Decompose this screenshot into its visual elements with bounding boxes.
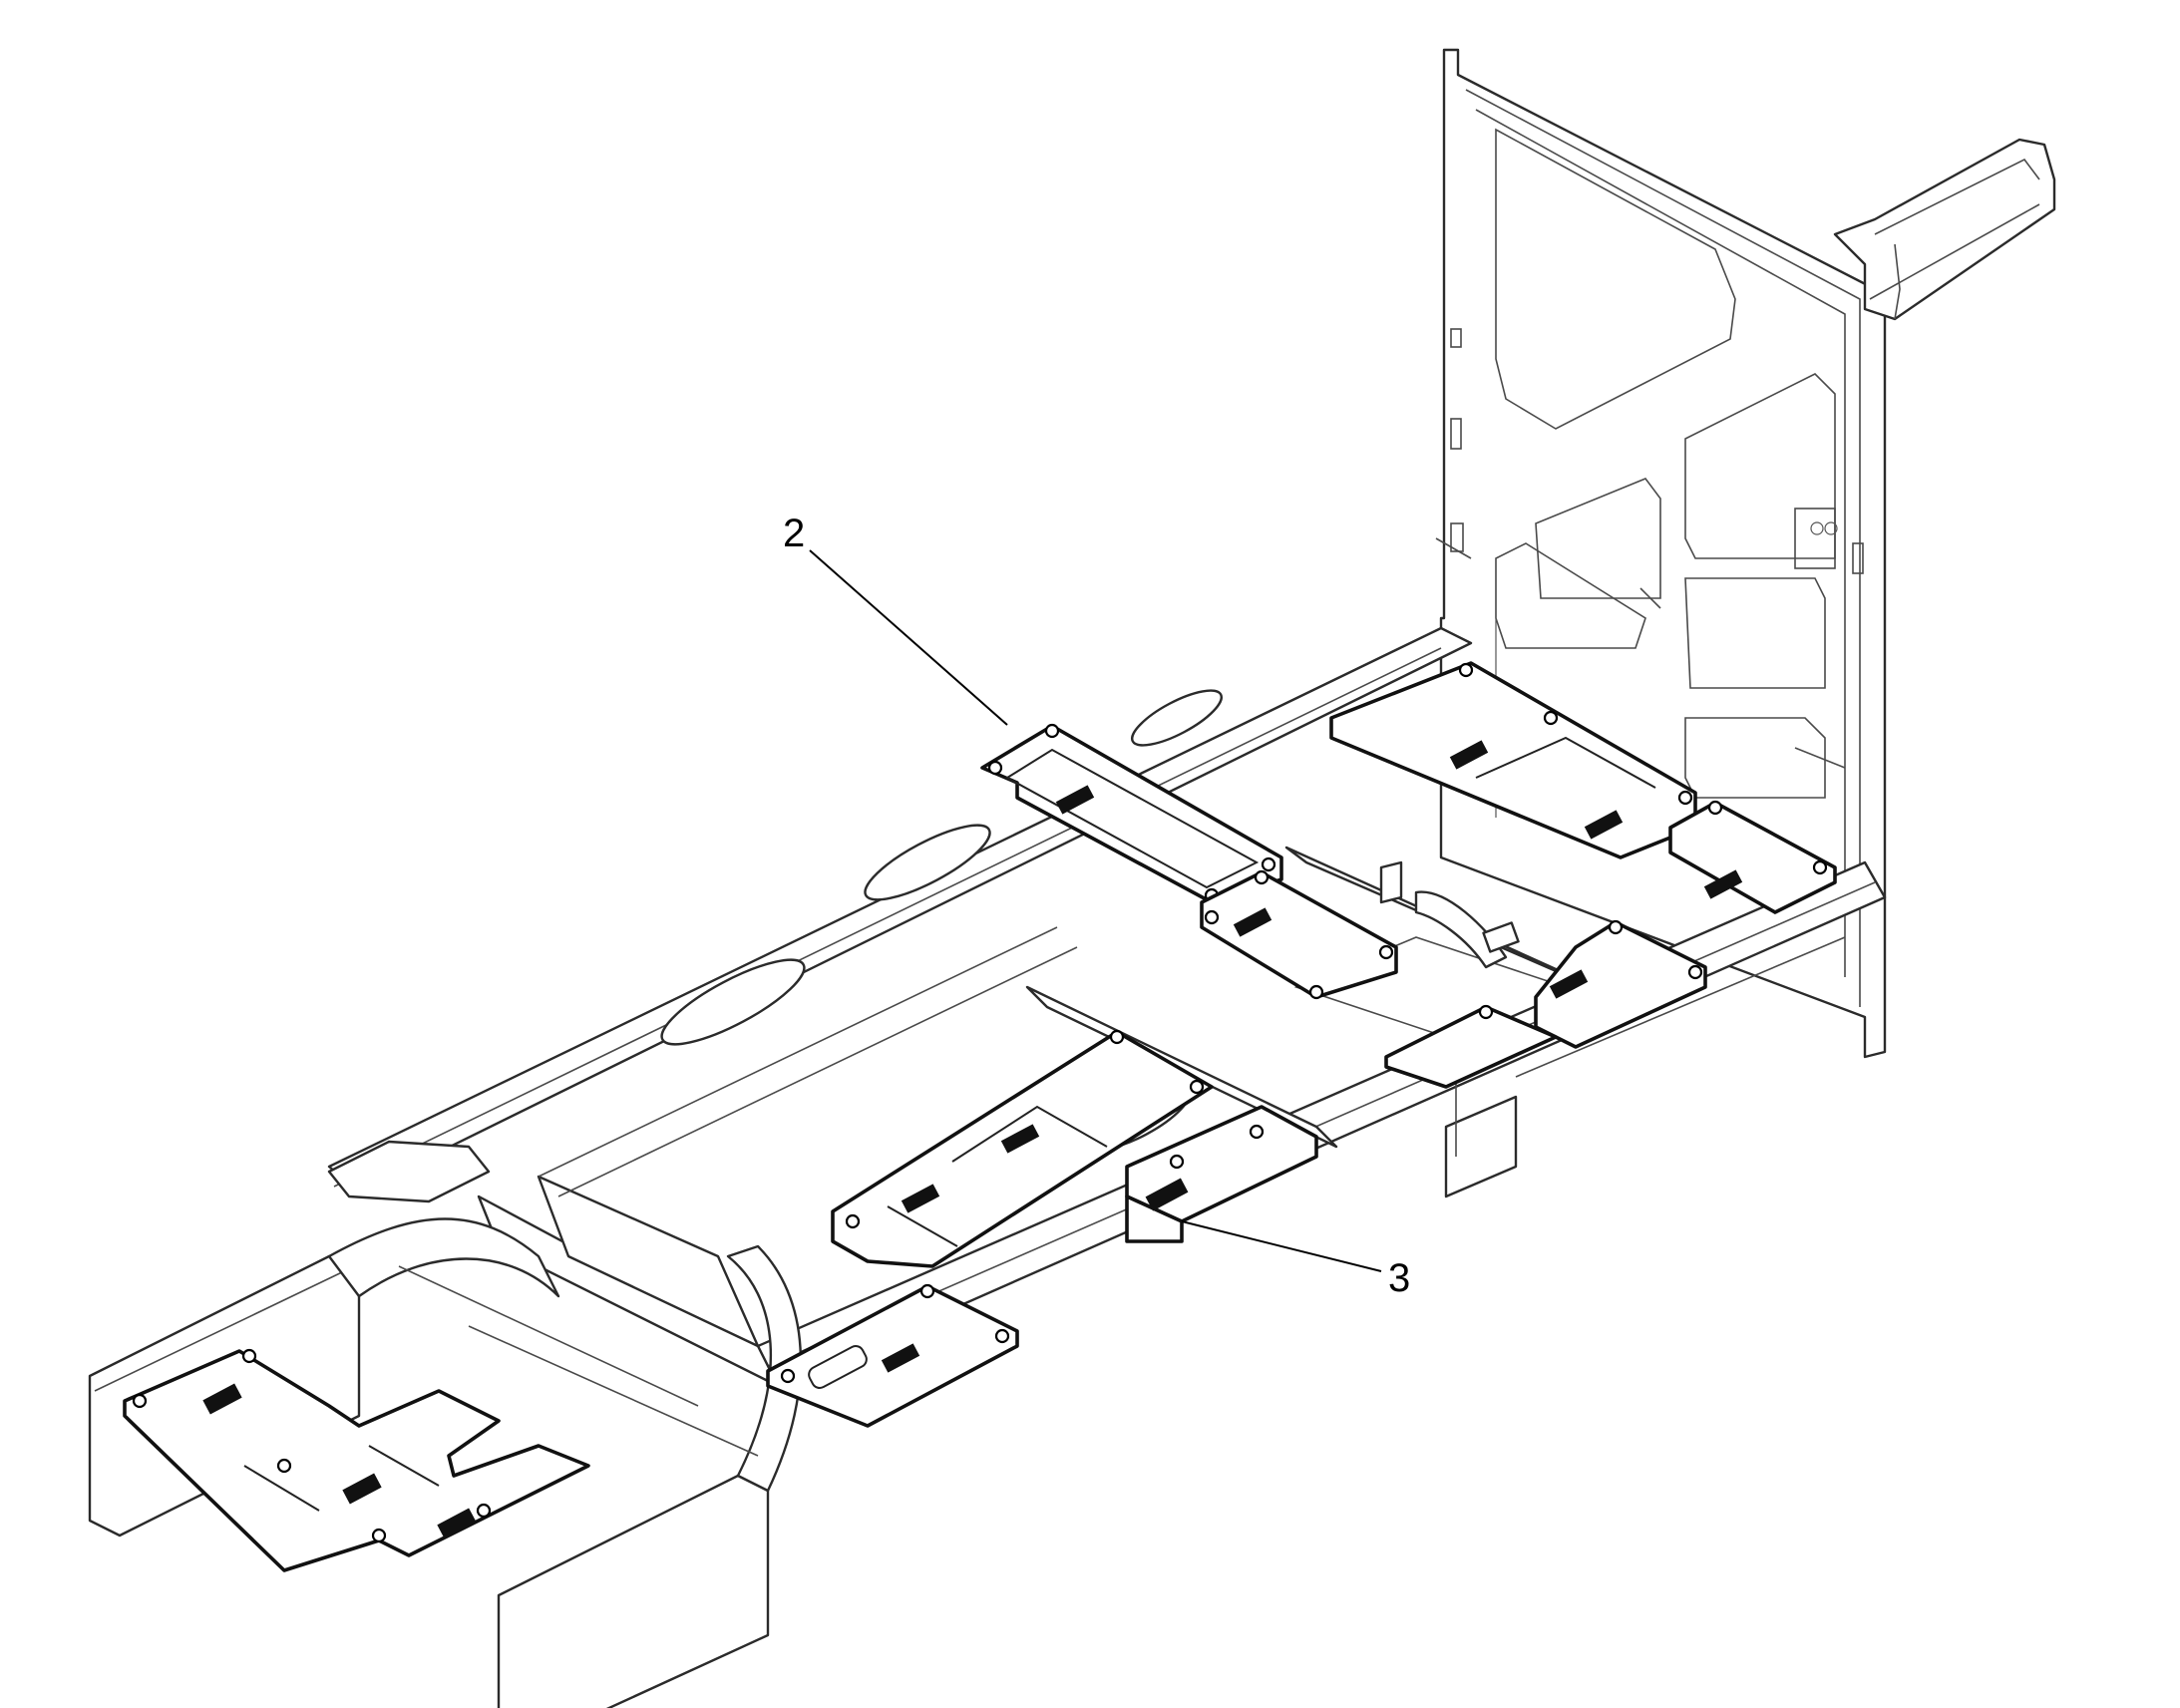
- top-right-beam: [1833, 138, 2056, 321]
- battery-tray-right-lower: [1384, 919, 1707, 1089]
- callout-2-leader: [809, 549, 1008, 726]
- callout-3-label: 3: [1388, 1256, 1410, 1300]
- battery-tray-3: [1125, 1105, 1318, 1243]
- battery-tray-front-left: [766, 1283, 1019, 1428]
- battery-tray-rear: [123, 1348, 590, 1572]
- callout-2: 2: [783, 512, 1008, 726]
- battery-tray-mid-left: [1200, 869, 1398, 1000]
- callout-3-leader: [1181, 1220, 1382, 1272]
- callout-3: 3: [1181, 1220, 1410, 1300]
- battery-tray-front-center: [831, 1029, 1214, 1268]
- callout-2-label: 2: [783, 512, 805, 555]
- battery-tray-right: [1668, 800, 1837, 914]
